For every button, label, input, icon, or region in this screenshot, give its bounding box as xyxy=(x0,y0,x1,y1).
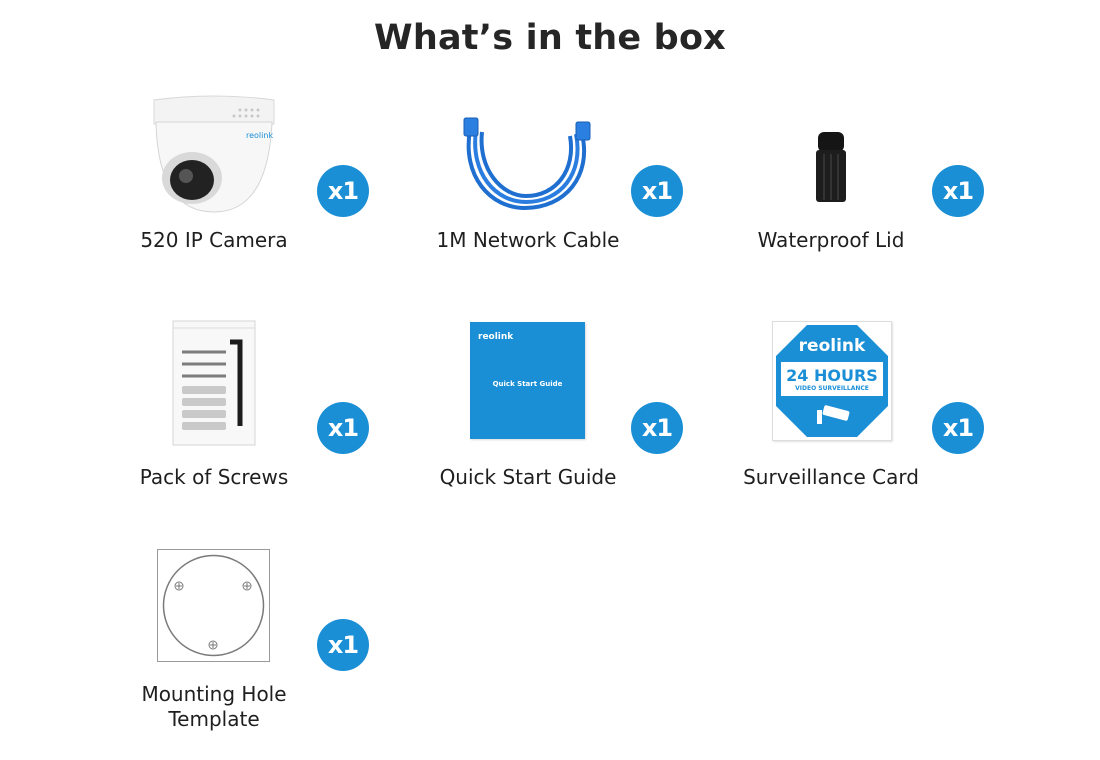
guide-cover-brand: reolink xyxy=(478,332,514,342)
quantity-badge: x1 xyxy=(317,619,369,671)
waterproof-lid-icon xyxy=(816,132,846,202)
dome-camera-icon: reolink xyxy=(153,95,275,213)
page-title: What’s in the box xyxy=(374,18,726,58)
item-label: Surveillance Card xyxy=(743,465,919,489)
guide-cover-title: Quick Start Guide xyxy=(492,380,563,388)
quantity-badge: x1 xyxy=(317,402,369,454)
item-label: Quick Start Guide xyxy=(439,465,617,489)
screws-pack-icon xyxy=(172,320,256,446)
item-label: Mounting Hole Template xyxy=(64,682,364,732)
item-label-line2: Template xyxy=(168,707,260,731)
quantity-badge: x1 xyxy=(932,165,984,217)
octagon-sign-icon xyxy=(776,325,888,437)
surveillance-card-icon: reolink 24 HOURS VIDEO SURVEILLANCE xyxy=(772,321,892,441)
quick-start-guide-icon: reolink Quick Start Guide xyxy=(470,322,585,439)
item-label: Waterproof Lid xyxy=(757,228,905,252)
quantity-badge: x1 xyxy=(317,165,369,217)
quantity-badge: x1 xyxy=(631,402,683,454)
mounting-template-icon xyxy=(157,549,270,662)
quantity-badge: x1 xyxy=(631,165,683,217)
svg-text:reolink: reolink xyxy=(246,131,273,140)
card-heading: 24 HOURS xyxy=(786,366,878,385)
item-label: 520 IP Camera xyxy=(140,228,288,252)
item-label: 1M Network Cable xyxy=(436,228,620,252)
network-cable-icon xyxy=(463,117,591,211)
item-label-line1: Mounting Hole xyxy=(141,682,287,706)
quantity-badge: x1 xyxy=(932,402,984,454)
card-brand: reolink xyxy=(798,336,866,356)
item-label: Pack of Screws xyxy=(139,465,289,489)
card-subheading: VIDEO SURVEILLANCE xyxy=(795,385,869,392)
